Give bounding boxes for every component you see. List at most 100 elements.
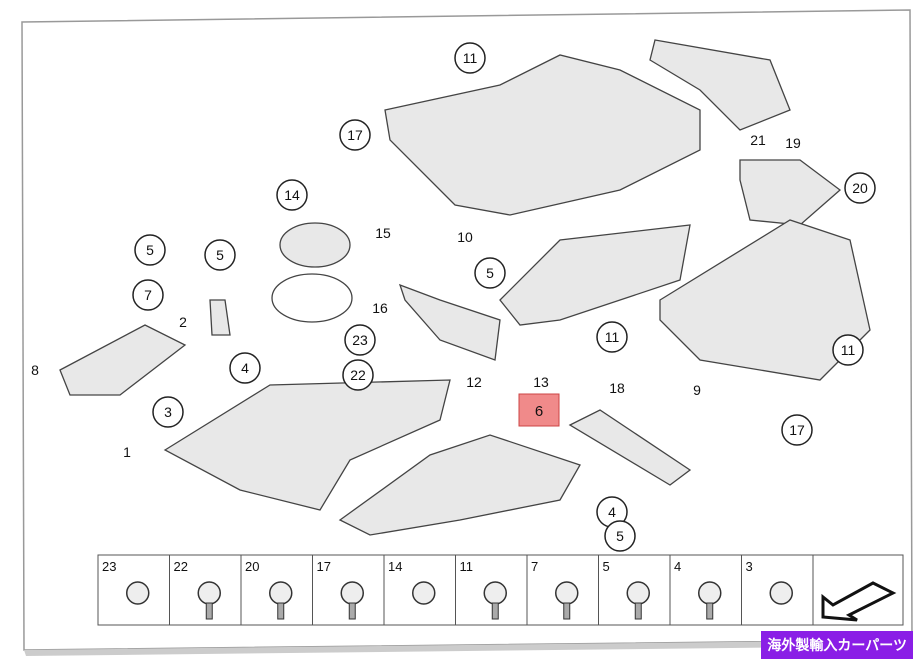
callout-label: 10 xyxy=(457,229,473,245)
part-14-seal xyxy=(279,222,351,268)
callout-20: 20 xyxy=(844,172,876,204)
part-13-panel xyxy=(499,224,691,326)
callout-11: 11 xyxy=(596,321,628,353)
callout-circle xyxy=(832,334,864,366)
fastener-label: 4 xyxy=(674,559,681,574)
fastener-cell-11: 11 xyxy=(455,554,528,626)
callout-label: 9 xyxy=(693,382,701,398)
callout-label: 17 xyxy=(789,422,805,438)
fastener-cell-7: 7 xyxy=(526,554,599,626)
part-16-ring xyxy=(271,273,353,323)
callout-label: 1 xyxy=(123,444,131,460)
callout-23: 23 xyxy=(344,324,376,356)
fastener-label: 23 xyxy=(102,559,116,574)
fastener-cell-20: 20 xyxy=(240,554,313,626)
watermark: 海外製輸入カーパーツ xyxy=(761,631,913,659)
callout-label: 5 xyxy=(216,247,224,263)
callout-circle xyxy=(454,42,486,74)
fastener-label: 22 xyxy=(174,559,188,574)
part-8-bracket xyxy=(59,324,187,396)
fastener-label: 14 xyxy=(388,559,402,574)
fastener-label: 17 xyxy=(317,559,331,574)
part-4-underbody-rear xyxy=(338,434,581,536)
fastener-icon xyxy=(698,581,722,605)
callout-label: 15 xyxy=(375,225,391,241)
fastener-icon xyxy=(412,581,436,605)
fastener-cell-3: 3 xyxy=(741,554,814,626)
fastener-label: 3 xyxy=(746,559,753,574)
callout-circle xyxy=(152,396,184,428)
callout-circle xyxy=(596,321,628,353)
callout-15: 15 xyxy=(375,225,391,241)
part-10-underbody-panel xyxy=(384,54,701,216)
fastener-icon xyxy=(126,581,150,605)
part-18-strip xyxy=(568,409,692,486)
callout-3: 3 xyxy=(152,396,184,428)
fastener-icon xyxy=(340,581,364,605)
callout-circle xyxy=(604,520,636,552)
fastener-shank-icon xyxy=(634,602,642,620)
callout-label: 23 xyxy=(352,332,368,348)
fastener-icon xyxy=(626,581,650,605)
part-2-clip xyxy=(209,299,231,336)
fastener-icon xyxy=(483,581,507,605)
fastener-cell-14: 14 xyxy=(383,554,456,626)
callout-circle xyxy=(781,414,813,446)
arrow-icon xyxy=(821,581,897,622)
callout-5: 5 xyxy=(474,257,506,289)
fastener-icon xyxy=(769,581,793,605)
callout-circle xyxy=(134,234,166,266)
fastener-shank-icon xyxy=(277,602,285,620)
callout-circle xyxy=(204,239,236,271)
fastener-cell-4: 4 xyxy=(669,554,742,626)
callout-7: 7 xyxy=(132,279,164,311)
callout-label: 11 xyxy=(463,50,478,66)
callout-label: 11 xyxy=(605,329,620,345)
callout-4: 4 xyxy=(229,352,261,384)
callout-label: 18 xyxy=(609,380,625,396)
callout-label: 14 xyxy=(284,187,300,203)
callout-5: 5 xyxy=(204,239,236,271)
highlighted-part-label: 6 xyxy=(535,403,543,420)
fastener-label: 11 xyxy=(460,559,474,574)
fastener-label: 7 xyxy=(531,559,538,574)
callout-label: 4 xyxy=(608,504,616,520)
callout-19: 19 xyxy=(785,135,801,151)
callout-1: 1 xyxy=(123,444,131,460)
callout-label: 12 xyxy=(466,374,482,390)
fastener-label: 20 xyxy=(245,559,259,574)
callout-label: 5 xyxy=(616,528,624,544)
callout-22: 22 xyxy=(342,359,374,391)
arrow-cell xyxy=(812,554,904,626)
callout-label: 5 xyxy=(146,242,154,258)
callout-21: 21 xyxy=(750,132,766,148)
callout-circle xyxy=(276,179,308,211)
part-12-shield xyxy=(398,283,501,361)
callout-label: 3 xyxy=(164,404,172,420)
callout-18: 18 xyxy=(609,380,625,396)
fastener-shank-icon xyxy=(491,602,499,620)
callout-label: 21 xyxy=(750,132,766,148)
callout-circle xyxy=(339,119,371,151)
callout-11: 11 xyxy=(454,42,486,74)
fastener-icon xyxy=(269,581,293,605)
callout-5: 5 xyxy=(604,520,636,552)
part-1-underbody-front xyxy=(163,379,451,511)
fastener-cell-17: 17 xyxy=(312,554,385,626)
callout-label: 13 xyxy=(533,374,549,390)
callout-17: 17 xyxy=(339,119,371,151)
callout-14: 14 xyxy=(276,179,308,211)
callout-circle xyxy=(344,324,376,356)
callout-10: 10 xyxy=(457,229,473,245)
callout-8: 8 xyxy=(31,362,39,378)
callout-circle xyxy=(342,359,374,391)
fastener-shank-icon xyxy=(205,602,213,620)
callout-circle xyxy=(474,257,506,289)
fastener-icon xyxy=(197,581,221,605)
callout-2: 2 xyxy=(179,314,187,330)
part-21-bracket xyxy=(649,39,791,131)
callout-label: 7 xyxy=(144,287,152,303)
